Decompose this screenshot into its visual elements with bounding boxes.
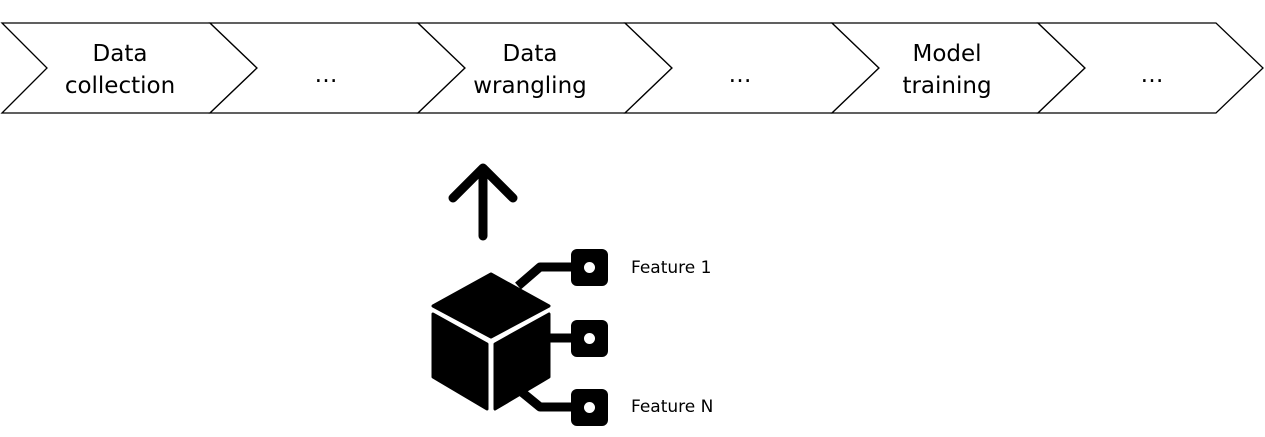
pipeline-step-data-wrangling: Data wrangling [416, 22, 673, 114]
pipeline-steps: Data collection … Data wrangling … Model… [0, 22, 1264, 114]
step-label-line-2: collection [65, 73, 175, 99]
step-label-line-1: Data [93, 41, 148, 67]
feature-label-1: Feature 1 [631, 258, 711, 278]
chevron-shape [1036, 22, 1264, 114]
feature-cube-group: Feature 1 Feature N [431, 249, 713, 426]
step-label-line-1: Data [503, 41, 558, 67]
step-label-line-1: … [729, 62, 752, 88]
up-arrow-icon [448, 163, 518, 241]
pipeline-step-model-training: Model training [830, 22, 1086, 114]
cube-icon [431, 272, 551, 411]
feature-label-n: Feature N [631, 397, 713, 417]
chevron-shape [0, 22, 258, 114]
step-label-line-2: training [902, 73, 991, 99]
connector-node-icon [515, 385, 608, 426]
connector-node-icon [515, 249, 608, 290]
step-label-line-1: Model [912, 41, 981, 67]
step-label-line-1: … [1141, 62, 1164, 88]
pipeline-step-data-collection: Data collection [0, 22, 258, 114]
step-label-line-2: wrangling [473, 73, 587, 99]
pipeline-step-ellipsis-3: … [1036, 22, 1264, 114]
connector-node-icon [549, 320, 608, 357]
step-label-line-1: … [315, 62, 338, 88]
